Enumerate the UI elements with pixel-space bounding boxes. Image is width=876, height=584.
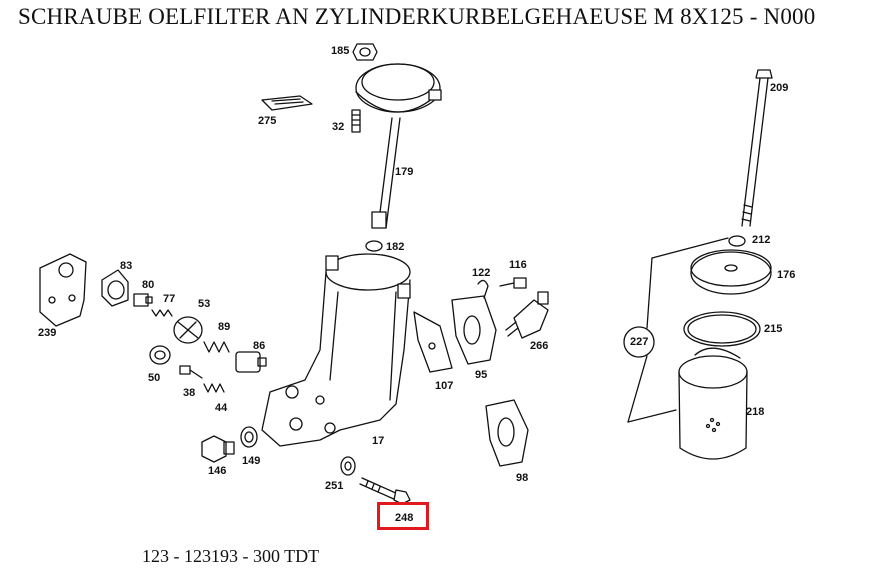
part-32-stud-drawing — [351, 109, 361, 133]
part-53-valve-drawing — [173, 316, 203, 344]
part-182-washer-drawing — [365, 240, 383, 252]
callout-215[interactable]: 215 — [764, 323, 783, 335]
callout-32[interactable]: 32 — [332, 121, 345, 133]
part-218-filter-element-drawing — [678, 347, 748, 460]
part-212-washer-drawing — [728, 235, 746, 247]
part-44-spring-drawing — [203, 383, 225, 393]
callout-77[interactable]: 77 — [163, 293, 176, 305]
callout-218[interactable]: 218 — [746, 406, 765, 418]
callout-95[interactable]: 95 — [475, 369, 488, 381]
part-251-washer-drawing — [340, 456, 356, 476]
callout-107[interactable]: 107 — [435, 380, 454, 392]
callout-251[interactable]: 251 — [325, 480, 344, 492]
part-227-bracket-drawing — [623, 237, 729, 423]
part-275-label-drawing — [261, 95, 313, 111]
callout-38[interactable]: 38 — [183, 387, 196, 399]
part-122-clip-drawing — [477, 279, 489, 299]
callout-275[interactable]: 275 — [258, 115, 277, 127]
callout-116[interactable]: 116 — [509, 259, 527, 271]
part-17-filter-housing-drawing — [261, 253, 411, 447]
callout-146[interactable]: 146 — [208, 465, 227, 477]
callout-89[interactable]: 89 — [218, 321, 231, 333]
callout-17[interactable]: 17 — [372, 435, 385, 447]
callout-248-highlighted[interactable]: 248 — [395, 512, 414, 524]
callout-122[interactable]: 122 — [472, 267, 491, 279]
callout-80[interactable]: 80 — [142, 279, 155, 291]
part-98-cover-drawing — [485, 399, 529, 467]
part-209-bolt-drawing — [741, 69, 773, 227]
callout-86[interactable]: 86 — [253, 340, 266, 352]
callout-179[interactable]: 179 — [395, 166, 414, 178]
callout-185[interactable]: 185 — [331, 45, 350, 57]
part-248-screw-drawing — [359, 477, 411, 505]
callout-83[interactable]: 83 — [120, 260, 133, 272]
part-50-clip-drawing — [149, 345, 171, 365]
part-176-cover-drawing — [690, 249, 772, 295]
drawing-reference: 123 - 123193 - 300 TDT — [142, 546, 320, 566]
part-239-gasket-drawing — [39, 253, 87, 327]
callout-149[interactable]: 149 — [242, 455, 261, 467]
part-116-screw-drawing — [499, 277, 527, 289]
part-215-o-ring-drawing — [683, 311, 761, 347]
callout-53[interactable]: 53 — [198, 298, 211, 310]
part-266-sensor-drawing — [505, 291, 549, 339]
highlight-box-248 — [377, 502, 429, 530]
diagram-title: SCHRAUBE OELFILTER AN ZYLINDERKURBELGEHA… — [18, 4, 816, 29]
callout-98[interactable]: 98 — [516, 472, 529, 484]
part-86-plug-drawing — [235, 351, 267, 373]
callout-209[interactable]: 209 — [770, 82, 789, 94]
callout-212[interactable]: 212 — [752, 234, 771, 246]
part-146-plug-drawing — [201, 435, 235, 463]
part-107-gasket-drawing — [413, 311, 453, 373]
callout-50[interactable]: 50 — [148, 372, 161, 384]
part-185-nut-drawing — [352, 43, 378, 61]
callout-176[interactable]: 176 — [777, 269, 796, 281]
callout-44[interactable]: 44 — [215, 402, 228, 414]
part-83-housing-drawing — [101, 269, 129, 307]
part-179-lid-rod-drawing — [355, 63, 442, 229]
part-38-screw-drawing — [179, 365, 203, 379]
part-77-spring-drawing — [151, 309, 173, 317]
part-149-washer-drawing — [240, 426, 258, 448]
part-80-fitting-drawing — [133, 293, 153, 307]
callout-266[interactable]: 266 — [530, 340, 549, 352]
callout-239[interactable]: 239 — [38, 327, 57, 339]
callout-182[interactable]: 182 — [386, 241, 405, 253]
callout-227[interactable]: 227 — [630, 336, 649, 348]
part-95-cover-drawing — [451, 295, 497, 365]
part-89-spring-drawing — [203, 341, 230, 353]
